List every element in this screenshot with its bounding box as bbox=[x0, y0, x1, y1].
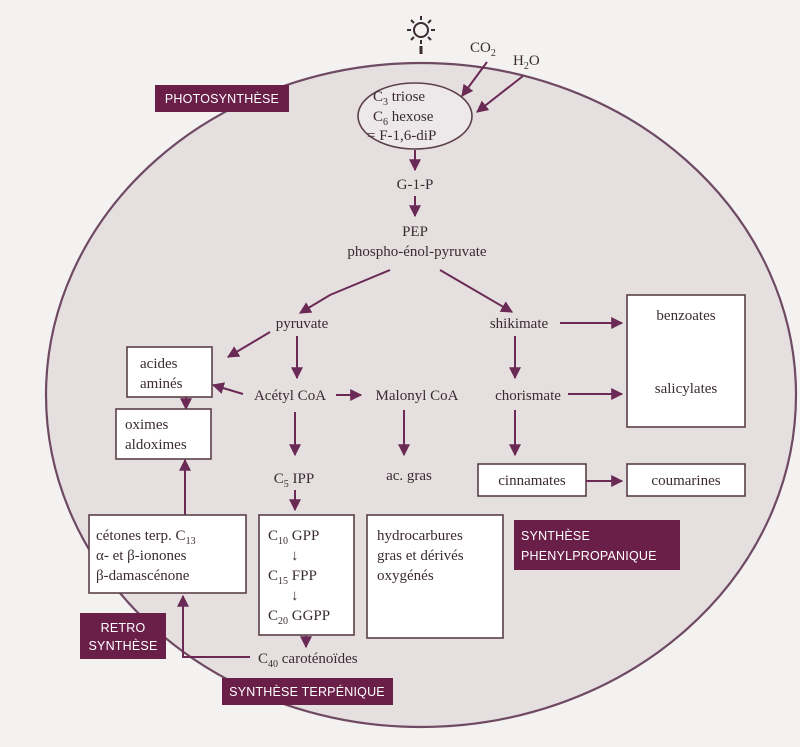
benzoates-salicylates-box bbox=[626, 294, 746, 428]
terpene-label-bg bbox=[222, 678, 393, 705]
acetyl-coa-text: Acétyl CoA bbox=[254, 388, 326, 404]
retro-label-line1: RETRO bbox=[101, 621, 146, 635]
pep-text: PEP bbox=[402, 224, 428, 240]
phenylpropanoid-label-line1: SYNTHÈSE bbox=[521, 528, 590, 543]
hydrocarbons-line3: oxygénés bbox=[377, 568, 434, 584]
arrow-retro-to-ketones bbox=[177, 594, 250, 658]
ipp-text: C5 IPP bbox=[274, 471, 314, 490]
shikimate-text: shikimate bbox=[490, 316, 549, 332]
amino-acids-box bbox=[126, 346, 213, 398]
co2-arrow bbox=[461, 61, 488, 97]
arrow-to-amino-acids bbox=[226, 331, 271, 358]
sugar-pool-ellipse bbox=[357, 82, 473, 150]
ketones-box bbox=[88, 514, 247, 594]
hexose-text: C6 hexose bbox=[373, 109, 434, 128]
oximes-box bbox=[115, 408, 212, 460]
cinnamates-text: cinnamates bbox=[498, 473, 566, 489]
fpp-text: C15 FPP bbox=[268, 568, 317, 587]
photosynthesis-label-bg bbox=[155, 85, 289, 112]
amino-acids-line1: acides bbox=[140, 356, 178, 372]
retro-label-line2: SYNTHÈSE bbox=[89, 638, 158, 653]
pyruvate-text: pyruvate bbox=[276, 316, 329, 332]
terpene-box bbox=[258, 514, 355, 636]
hydrocarbons-line2: gras et dérivés bbox=[377, 548, 464, 564]
ggpp-text: C20 GGPP bbox=[268, 608, 330, 627]
sun-icon bbox=[407, 16, 435, 44]
hydrocarbons-line1: hydrocarbures bbox=[377, 528, 463, 544]
down-arrow-1: ↓ bbox=[291, 548, 299, 564]
oximes-line2: aldoximes bbox=[125, 437, 187, 453]
amino-acids-line2: aminés bbox=[140, 376, 183, 392]
malonyl-coa-text: Malonyl CoA bbox=[376, 388, 459, 404]
ketones-line3: β-damascénone bbox=[96, 568, 190, 584]
h2o-arrow bbox=[476, 75, 524, 113]
h2o-text: H2O bbox=[513, 53, 540, 72]
triose-text: C3 triose bbox=[373, 89, 425, 108]
g1p-text: G-1-P bbox=[397, 177, 434, 193]
oximes-line1: oximes bbox=[125, 417, 168, 433]
fatty-acids-text: ac. gras bbox=[386, 468, 432, 484]
gpp-text: C10 GPP bbox=[268, 528, 319, 547]
fdip-text: = F-1,6-diP bbox=[367, 128, 436, 144]
chorismate-text: chorismate bbox=[495, 388, 561, 404]
carotenoids-text: C40 caroténoïdes bbox=[258, 651, 358, 670]
co2-text: CO2 bbox=[470, 40, 496, 59]
retro-label-bg bbox=[80, 613, 166, 659]
terpene-label: SYNTHÈSE TERPÉNIQUE bbox=[229, 684, 385, 699]
ketones-line2: α- et β-ionones bbox=[96, 548, 187, 564]
coumarines-text: coumarines bbox=[651, 473, 720, 489]
photosynthesis-label: PHOTOSYNTHÈSE bbox=[165, 91, 279, 106]
arrow-to-pyruvate bbox=[298, 269, 391, 314]
arrow-to-shikimate bbox=[439, 269, 514, 313]
phenylpropanoid-label-bg bbox=[514, 520, 680, 570]
down-arrow-2: ↓ bbox=[291, 588, 299, 604]
pep-full-text: phospho-énol-pyruvate bbox=[347, 244, 486, 260]
phenylpropanoid-label-line2: PHENYLPROPANIQUE bbox=[521, 549, 657, 563]
ketones-line1: cétones terp. C13 bbox=[96, 528, 196, 547]
salicylates-text: salicylates bbox=[655, 381, 718, 397]
coumarines-box bbox=[626, 463, 746, 497]
benzoates-text: benzoates bbox=[656, 308, 715, 324]
cinnamates-box bbox=[477, 463, 587, 497]
hydrocarbons-box bbox=[366, 514, 504, 639]
arrow-acetyl-to-amino bbox=[211, 382, 244, 395]
